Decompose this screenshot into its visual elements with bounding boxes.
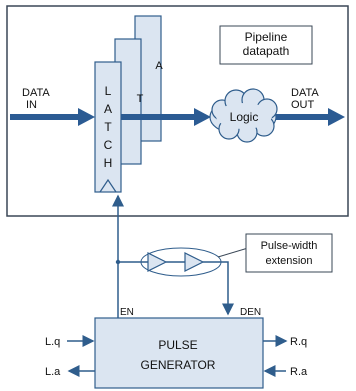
latch-back-letter: A (155, 60, 163, 72)
latch-letter-3: T (104, 120, 112, 134)
data-in-line2: IN (26, 99, 37, 111)
data-in-line1: DATA (22, 87, 50, 99)
pulse-generator-line1: PULSE (158, 338, 197, 352)
latch-letter-5: H (104, 156, 113, 170)
data-out-line1: DATA (291, 87, 319, 99)
pulse-width-line2: extension (265, 255, 312, 267)
latch-letter-2: A (104, 102, 112, 116)
pulse-width-callout-line (217, 247, 249, 258)
den-label: DEN (240, 307, 261, 318)
data-in-arrow-head (78, 108, 95, 126)
logic-cloud-core (216, 103, 272, 129)
data-out-line2: OUT (291, 99, 315, 111)
port-la-label: L.a (45, 366, 61, 378)
en-label: EN (120, 307, 134, 318)
latch-letter-4: C (104, 138, 113, 152)
pipeline-label-line2: datapath (243, 44, 290, 58)
pipeline-label-line1: Pipeline (245, 30, 288, 44)
latch-clock-triangle (99, 178, 117, 193)
port-lq-label: L.q (45, 336, 60, 348)
port-ra-label: R.a (290, 366, 308, 378)
buffer-2 (184, 252, 205, 272)
latch-to-logic-head (194, 108, 211, 126)
latch-box-front (94, 61, 122, 193)
pulse-width-line1: Pulse-width (261, 240, 318, 252)
den-line (203, 261, 234, 316)
data-out-arrow-head (328, 108, 345, 126)
logic-label: Logic (230, 110, 259, 124)
buffer-1 (147, 252, 168, 272)
pulse-generator-box (94, 317, 264, 389)
latch-middle-letter: T (137, 93, 144, 105)
latch-letter-1: L (105, 84, 112, 98)
port-rq-label: R.q (290, 336, 307, 348)
pipeline-label-box (219, 25, 313, 65)
pulse-width-box (245, 233, 333, 273)
pulse-generator-line2: GENERATOR (141, 358, 216, 372)
